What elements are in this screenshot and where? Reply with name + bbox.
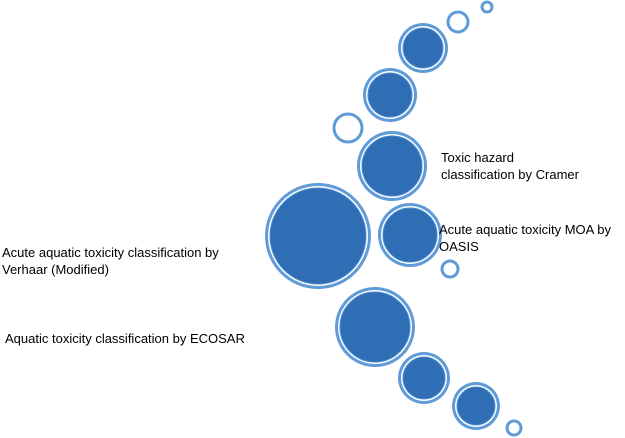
bubble-top-core <box>402 27 444 69</box>
hollow-ring-top-tiny <box>480 0 494 14</box>
bubble-verhaar <box>265 183 371 289</box>
bubble-bottom-core <box>456 386 496 426</box>
hollow-ring-top-small <box>446 10 470 34</box>
hollow-rings <box>332 0 523 437</box>
hollow-ring-left <box>332 112 364 144</box>
bubble-cramer <box>357 131 427 201</box>
bubble-cramer-core <box>361 135 423 197</box>
bubble-oasis <box>378 203 442 267</box>
bubble-lower <box>398 352 450 404</box>
bubble-bottom <box>452 382 500 430</box>
label-verhaar: Acute aquatic toxicity classification by… <box>2 245 219 277</box>
bubble-ecosar <box>335 287 415 367</box>
bubble-lower-core <box>402 356 446 400</box>
label-cramer: Toxic hazard classification by Cramer <box>441 150 579 182</box>
label-ecosar: Aquatic toxicity classification by ECOSA… <box>5 331 245 346</box>
hollow-ring-right <box>440 259 460 279</box>
label-oasis: Acute aquatic toxicity MOA by OASIS <box>439 222 611 254</box>
bubble-top <box>398 23 448 73</box>
hollow-ring-bottom <box>505 419 523 437</box>
bubble-upper-core <box>367 72 413 118</box>
bubble-ecosar-core <box>339 291 411 363</box>
bubble-oasis-core <box>382 207 438 263</box>
bubble-verhaar-core <box>269 187 367 285</box>
bubble-upper <box>363 68 417 122</box>
filled-bubbles <box>265 23 500 430</box>
